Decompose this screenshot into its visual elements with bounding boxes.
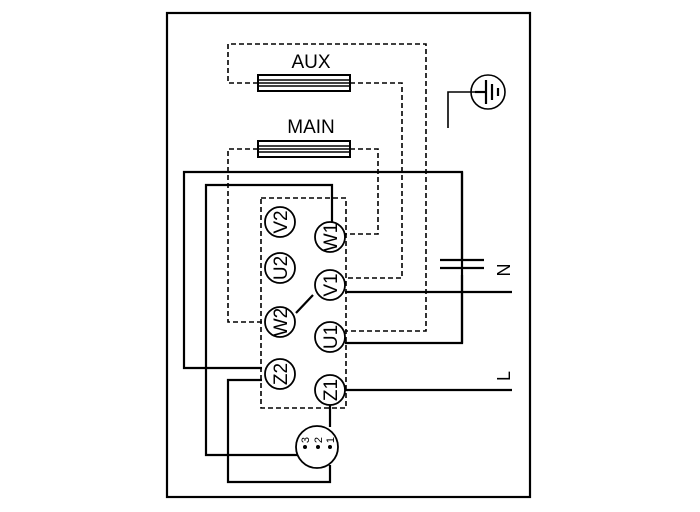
aux-winding-leads [227, 43, 427, 332]
terminal-v2: V2 [264, 206, 296, 238]
svg-text:U1: U1 [321, 325, 342, 349]
pin-3-label: 3 [300, 437, 312, 443]
enclosure-frame [165, 11, 532, 499]
svg-text:Z2: Z2 [271, 363, 292, 385]
solid-wiring [182, 170, 512, 484]
terminal-u2: U2 [264, 252, 296, 284]
terminal-u1: U1 [314, 321, 346, 353]
svg-text:W1: W1 [321, 223, 342, 252]
terminal-w2: W2 [264, 306, 296, 338]
terminal-z1: Z1 [314, 374, 346, 406]
main-label: MAIN [287, 117, 335, 138]
capacitor-icon [440, 172, 484, 270]
terminal-w1: W1 [314, 221, 346, 253]
svg-text:V1: V1 [321, 273, 342, 296]
svg-text:U2: U2 [271, 256, 292, 280]
pin-2-label: 2 [313, 437, 325, 443]
svg-text:Z1: Z1 [321, 379, 342, 401]
aux-label: AUX [291, 52, 330, 73]
terminal-z2: Z2 [264, 358, 296, 390]
neutral-label: N [494, 264, 514, 277]
terminal-block [260, 197, 347, 409]
ground-icon [447, 74, 506, 128]
line-label: L [494, 371, 514, 381]
pin-1-label: 1 [325, 437, 337, 443]
svg-text:V2: V2 [271, 210, 292, 233]
svg-text:W2: W2 [271, 308, 292, 337]
terminal-v1: V1 [314, 269, 346, 301]
main-winding-leads [227, 148, 379, 323]
thermal-switch: 3 2 1 [295, 425, 339, 469]
